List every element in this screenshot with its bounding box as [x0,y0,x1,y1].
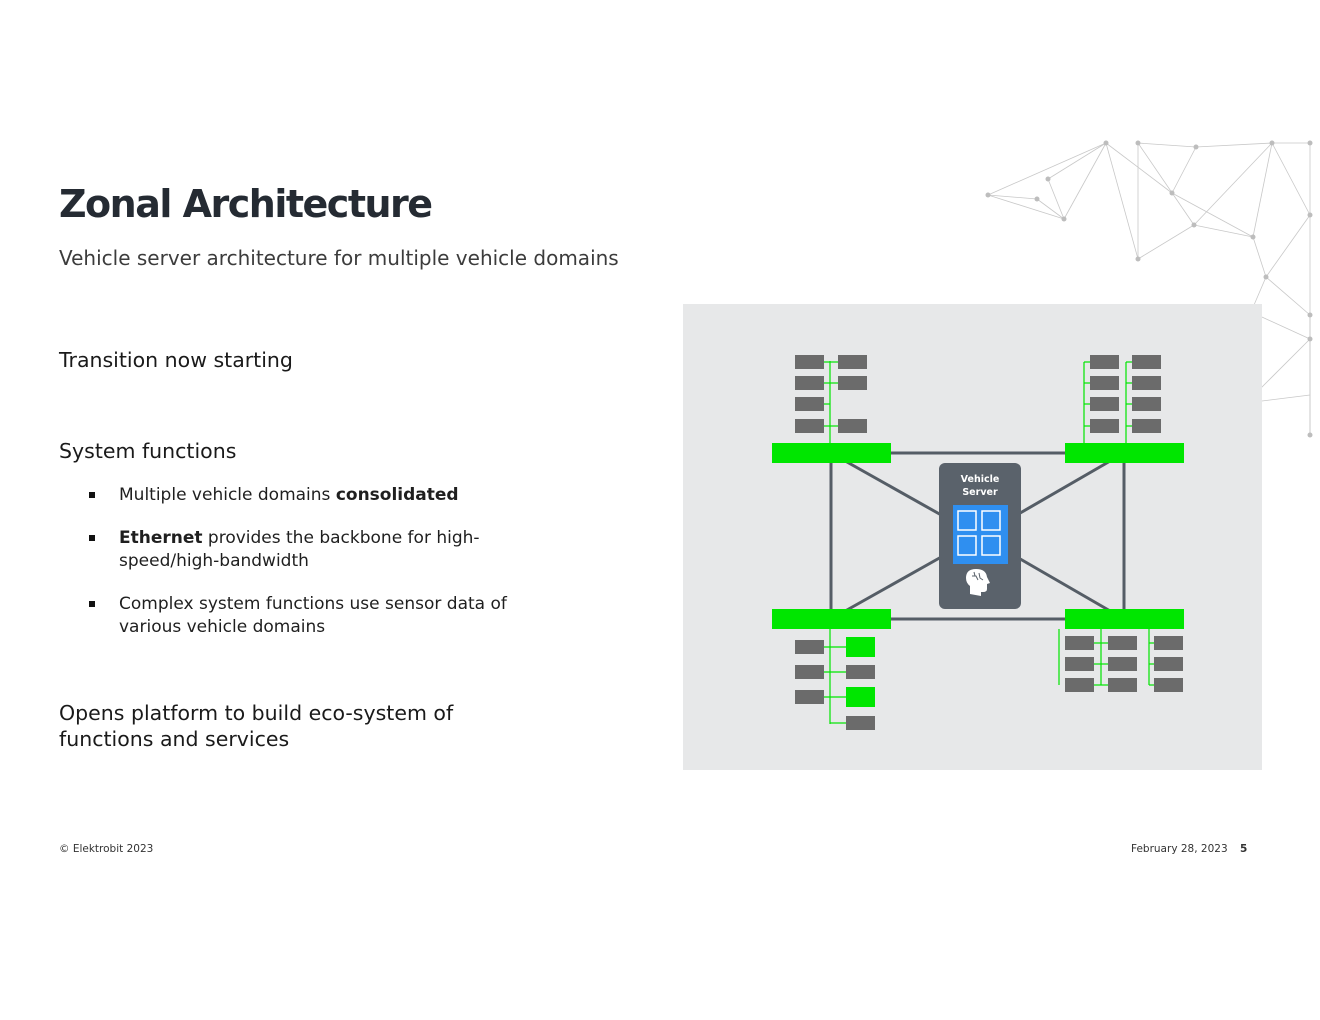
zone-controllers [772,443,1184,629]
page-title: Zonal Architecture [59,182,433,226]
vehicle-server: Vehicle Server [939,463,1021,609]
processor-chip [953,505,1008,564]
server-label-line1: Vehicle [961,474,1000,485]
zone-controller-bottom-left [772,609,891,629]
server-label-line2: Server [962,487,998,498]
opens-platform-text: Opens platform to build eco-system of fu… [59,701,454,751]
page-number: 5 [1240,843,1248,855]
ecu-group [795,355,1183,730]
bullet-item: Complex system functions use sensor data… [88,593,558,639]
zone-bus-lines [824,361,1155,724]
bullet-icon [89,535,95,541]
ecu-group-highlighted [846,637,875,707]
diagram-svg: Vehicle Server [772,355,1184,730]
page-subtitle: Vehicle server architecture for multiple… [59,246,619,270]
zone-controller-top-left [772,443,891,463]
bullet-icon [89,492,95,498]
zone-controller-top-right [1065,443,1184,463]
ai-head-icon [966,569,990,596]
bullet-icon [89,601,95,607]
bullet-item: Multiple vehicle domains consolidated [88,484,558,507]
bullet-item: Ethernet provides the backbone for high-… [88,527,558,573]
transition-text: Transition now starting [59,348,293,372]
network-decoration [985,140,1313,438]
system-functions-heading: System functions [59,439,237,463]
slide-date: February 28, 2023 [1131,843,1228,855]
bullet-list: Multiple vehicle domains consolidated Et… [88,484,558,659]
zone-controller-bottom-right [1065,609,1184,629]
zonal-architecture-diagram: Vehicle Server [683,304,1262,770]
copyright: © Elektrobit 2023 [59,843,154,855]
